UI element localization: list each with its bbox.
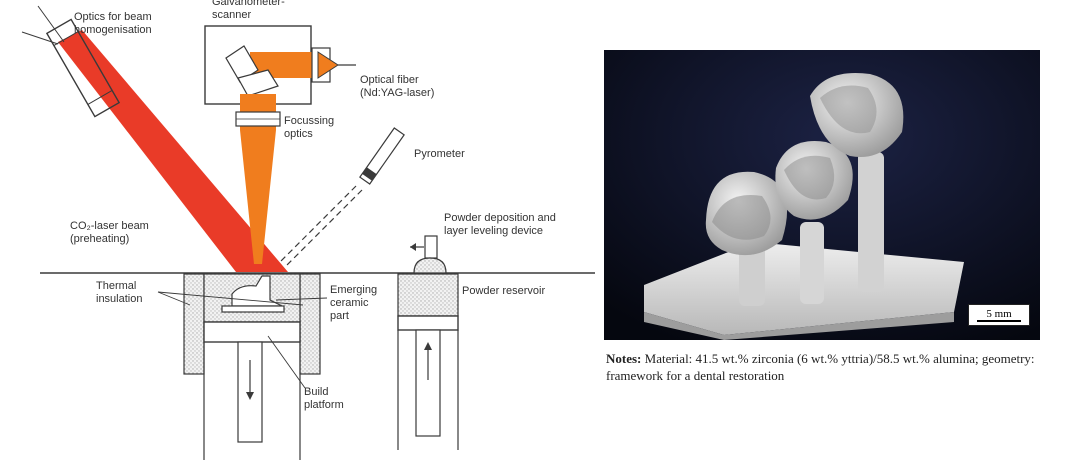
- pyrometer: [359, 127, 405, 185]
- label-optics-homogenisation: Optics for beam homogenisation: [74, 11, 152, 36]
- label-co2-laser-beam: CO₂-laser beam (preheating): [70, 220, 149, 245]
- notes-text: Material: 41.5 wt.% zirconia (6 wt.% ytt…: [606, 351, 1035, 383]
- scale-bar-box: 5 mm: [968, 304, 1030, 326]
- pillar-2: [800, 222, 824, 304]
- co2-laser-beam: [58, 30, 288, 272]
- label-build-platform: Build platform: [304, 386, 344, 411]
- slm-process-diagram: Optics for beam homogenisation Galvanome…: [21, 0, 595, 460]
- nd-yag-beam-vertical: [240, 94, 276, 264]
- scanner-mirror-2: [237, 69, 279, 97]
- notes-caption: Notes: Material: 41.5 wt.% zirconia (6 w…: [606, 350, 1046, 384]
- label-focussing-optics: Focussing optics: [284, 115, 335, 140]
- build-chamber: [183, 273, 321, 460]
- label-thermal-insulation: Thermal insulation: [96, 280, 143, 305]
- label-galvanometer-scanner: Galvanometer- scanner: [212, 0, 285, 21]
- notes-label: Notes:: [606, 351, 642, 366]
- label-powder-deposition: Powder deposition and layer leveling dev…: [444, 212, 556, 237]
- homogenisation-optics: [45, 18, 121, 118]
- label-optical-fiber: Optical fiber (Nd:YAG-laser): [360, 74, 435, 99]
- scale-bar: [977, 320, 1021, 322]
- label-emerging-part: Emerging ceramic part: [330, 284, 378, 322]
- emerging-part: [231, 275, 283, 307]
- label-pyrometer: Pyrometer: [414, 148, 465, 160]
- scale-bar-label: 5 mm: [986, 308, 1012, 320]
- scanner-mirror-1: [225, 45, 259, 83]
- label-powder-reservoir: Powder reservoir: [462, 285, 546, 297]
- powder-deposition-device: [410, 235, 447, 274]
- diagram-drawing: [21, 5, 595, 460]
- photo-rendering: [604, 50, 1040, 340]
- pyrometer-sightline: [279, 185, 357, 263]
- build-platform: [203, 321, 301, 343]
- pillar-3: [858, 152, 884, 292]
- printed-part-photo: 5 mm: [604, 50, 1040, 340]
- powder-reservoir-chamber: [397, 273, 459, 450]
